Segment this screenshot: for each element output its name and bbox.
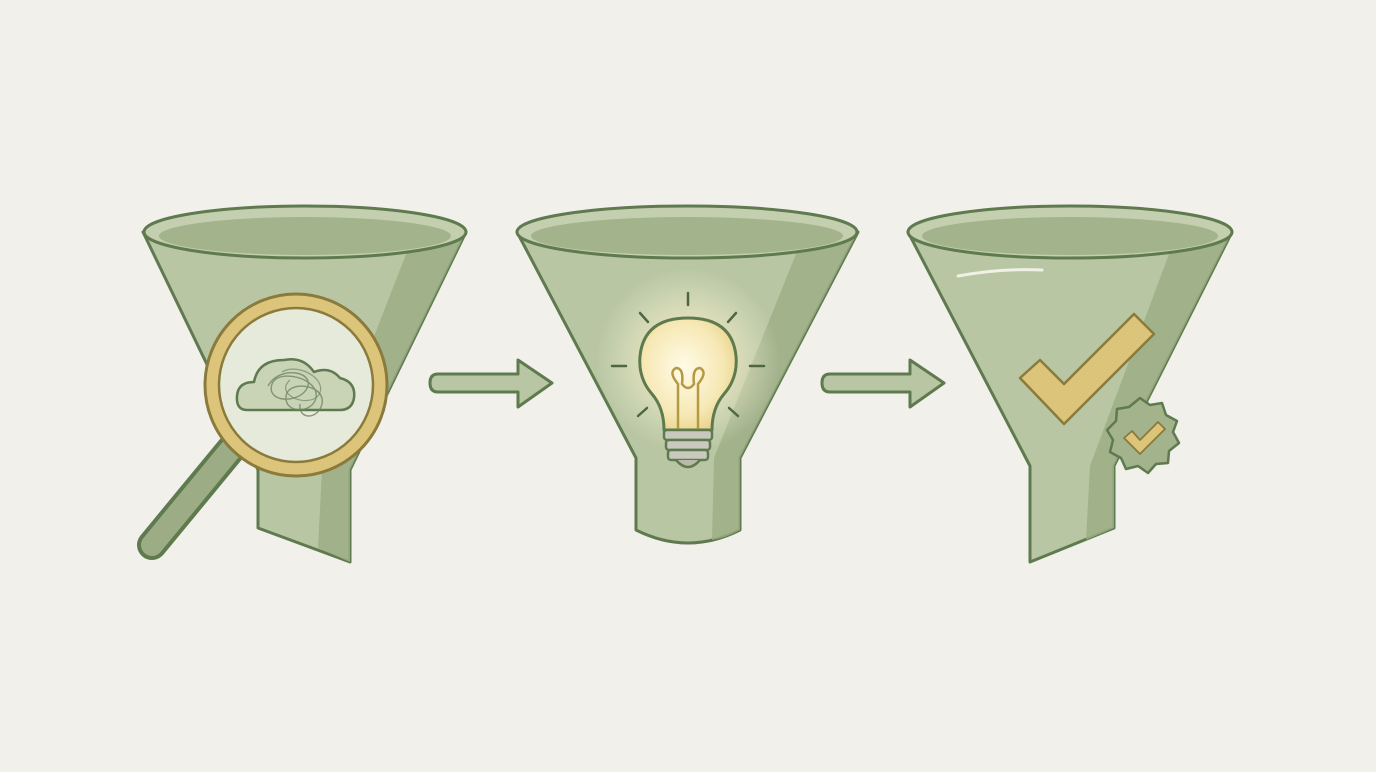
funnel-2-opening: [531, 217, 843, 255]
funnel-stage-3: [906, 204, 1234, 564]
magnifier-cloud-icon: [137, 292, 389, 560]
checkmark-badge-icon: [1018, 312, 1181, 475]
funnel-3-shade: [1086, 232, 1232, 540]
funnel-2-shade: [712, 232, 858, 540]
funnel-stage-1: [137, 204, 468, 564]
lightbulb-icon: [596, 268, 780, 469]
funnel-1-opening: [159, 217, 451, 255]
funnel-stage-2: [515, 204, 860, 545]
arrow-right-icon: [820, 358, 946, 409]
arrow-right-icon: [428, 358, 554, 409]
funnel-3-opening: [922, 217, 1218, 255]
funnel-3-highlight: [956, 268, 1044, 278]
funnel-1-shade: [318, 232, 466, 562]
